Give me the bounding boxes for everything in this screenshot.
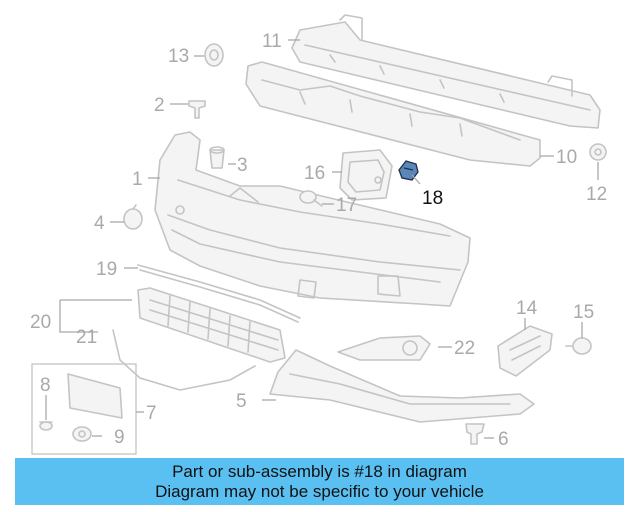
callout-10: 10: [556, 147, 577, 168]
part-16-bracket: [339, 149, 393, 201]
callout-16: 16: [304, 163, 325, 184]
callout-11: 11: [262, 31, 282, 52]
callout-17: 17: [336, 195, 357, 216]
part-14-bracket: [497, 325, 553, 377]
part-7-license-bracket: [31, 363, 137, 455]
part-15-bolt: [565, 337, 592, 355]
callout-14: 14: [516, 298, 538, 319]
part-20-lower-grille: [137, 287, 286, 363]
leader-lines: [45, 39, 599, 439]
callout-20: 20: [30, 312, 51, 333]
callout-19: 19: [96, 259, 117, 280]
callout-12: 12: [586, 184, 607, 205]
callout-18: 18: [422, 188, 443, 209]
part-19-molding-strip: [137, 264, 301, 323]
part-8-screw: [39, 421, 53, 431]
part-6-retainer: [465, 423, 485, 445]
banner-line-disclaimer: Diagram may not be specific to your vehi…: [155, 481, 484, 501]
part-5-spoiler: [269, 349, 535, 423]
part-11-reinforcement-bar: [291, 14, 601, 129]
part-17-screw: [299, 190, 323, 207]
part-10-energy-absorber: [245, 61, 541, 167]
part-3-nut: [209, 146, 225, 169]
callout-13: 13: [168, 46, 189, 67]
callout-6: 6: [498, 429, 509, 450]
callout-22: 22: [454, 338, 475, 359]
callout-3: 3: [237, 155, 248, 176]
part-18-highlighted: [398, 160, 419, 181]
callout-15: 15: [573, 302, 594, 323]
part-13-grommet: [204, 43, 224, 67]
part-2-clip: [188, 100, 206, 119]
part-21-trim-strip: [112, 329, 256, 391]
info-banner: Part or sub-assembly is #18 in diagram D…: [15, 458, 624, 505]
part-4-plug: [123, 204, 143, 230]
callout-labels: 11 13 2 3 1 4 16 17 10 12 18 19 20 21 22…: [30, 31, 607, 450]
banner-line-part-number: Part or sub-assembly is #18 in diagram: [172, 461, 467, 481]
callout-5: 5: [236, 391, 247, 412]
part-9-nut: [72, 426, 92, 442]
part-1-bumper-cover: [154, 131, 471, 307]
callout-2: 2: [154, 95, 165, 116]
part-22-fog-lamp-cover: [337, 335, 431, 361]
callout-4: 4: [94, 213, 105, 234]
part-12-clip: [589, 143, 607, 161]
callout-1: 1: [132, 169, 143, 190]
callout-9: 9: [114, 427, 125, 448]
callout-21: 21: [76, 327, 97, 348]
callout-8: 8: [40, 375, 51, 396]
callout-7: 7: [146, 403, 157, 424]
